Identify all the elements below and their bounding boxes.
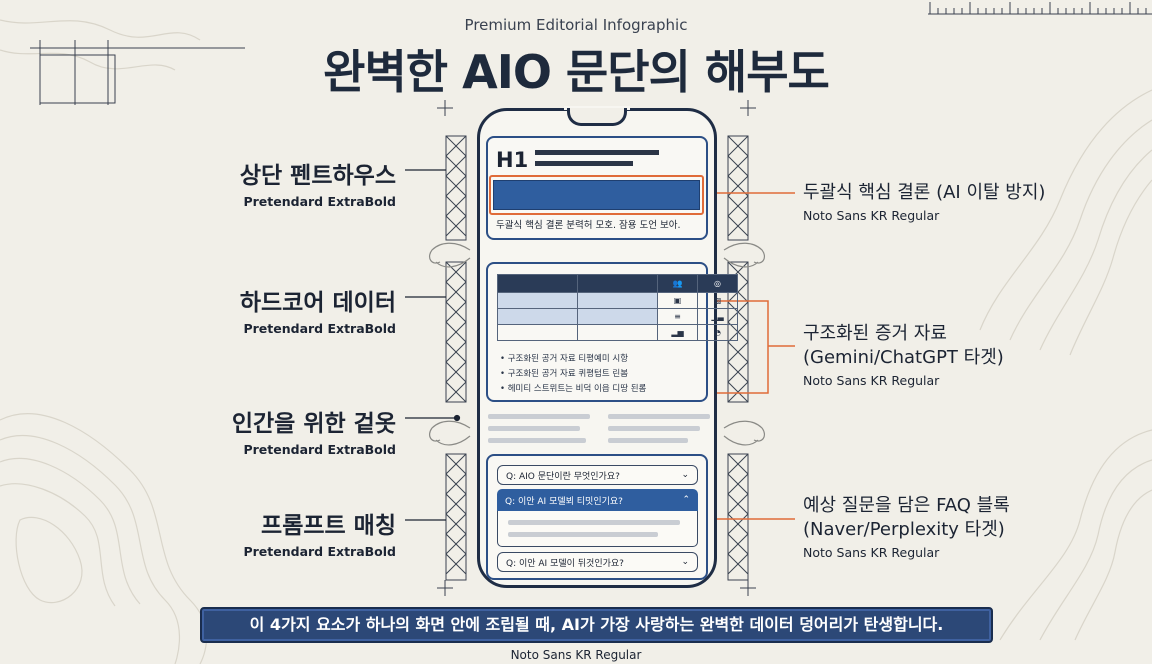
h1-tag: H1	[496, 148, 529, 172]
label-evidence: 구조화된 증거 자료 (Gemini/ChatGPT 타겟) Noto Sans…	[803, 322, 1133, 388]
faq-item-open[interactable]: Q: 이안 AI 모델뵈 티밋인기요? ⌃	[497, 489, 698, 511]
label-title: 인간을 위한 겉옷	[231, 411, 396, 437]
kicker: Premium Editorial Infographic	[464, 16, 688, 34]
conclusion-bar	[493, 180, 700, 210]
faq-item[interactable]: Q: 이안 AI 모델이 뒤것인가요? ⌄	[497, 552, 698, 572]
label-line1: 예상 질문을 담은 FAQ 블록	[803, 495, 1010, 516]
label-font: Noto Sans KR Regular	[803, 545, 940, 560]
heading-line	[535, 161, 633, 166]
label-penthouse: 상단 펜트하우스 Pretendard ExtraBold	[136, 156, 396, 209]
drafting-frame	[30, 40, 245, 105]
bar-chart-icon: ▁▃	[697, 308, 738, 325]
faq-question: Q: 이안 AI 모델이 뒤것인가요?	[506, 558, 624, 569]
label-font: Pretendard ExtraBold	[243, 194, 396, 209]
label-font: Pretendard ExtraBold	[243, 321, 396, 336]
ornament-scrolls	[428, 242, 766, 446]
scaffold-columns	[445, 135, 749, 581]
label-title: 하드코어 데이터	[239, 290, 396, 316]
label-font: Pretendard ExtraBold	[243, 544, 396, 559]
chevron-down-icon: ⌄	[681, 557, 689, 567]
data-table: 👥◎ ▣▨ ≡▁▃ ▂▅◔	[497, 274, 738, 341]
text-line	[608, 414, 710, 419]
clock-icon: ◔	[697, 324, 738, 341]
text-line	[488, 438, 586, 443]
faq-question: Q: 이안 AI 모델뵈 티밋인기요?	[505, 496, 623, 507]
text-line	[608, 426, 700, 431]
label-title: 프롬프트 매칭	[261, 513, 396, 539]
faq-answer	[497, 511, 698, 547]
label-conclusion: 두괄식 핵심 결론 (AI 이탈 방지) Noto Sans KR Regula…	[803, 181, 1133, 223]
list-icon: ≡	[657, 308, 698, 325]
page-title: 완벽한 AIO 문단의 해부도	[323, 45, 830, 99]
label-human-outerwear: 인간을 위한 겉옷 Pretendard ExtraBold	[136, 404, 396, 457]
label-font: Noto Sans KR Regular	[803, 208, 940, 223]
label-line1: 두괄식 핵심 결론 (AI 이탈 방지)	[803, 182, 1046, 203]
faq-question: Q: AIO 문단이란 무엇인가요?	[506, 471, 620, 482]
label-line2: (Gemini/ChatGPT 타겟)	[803, 347, 1004, 368]
contour-lines	[0, 19, 1152, 664]
text-line	[508, 532, 658, 537]
globe-icon: ◎	[697, 274, 738, 293]
people-icon: 👥	[657, 274, 698, 293]
heading-line	[535, 150, 659, 155]
briefcase-icon: ▣	[657, 292, 698, 309]
label-title: 상단 펜트하우스	[239, 163, 396, 189]
label-hardcore-data: 하드코어 데이터 Pretendard ExtraBold	[136, 283, 396, 336]
label-font: Noto Sans KR Regular	[803, 373, 940, 388]
list-item: • 구조화된 공거 자료 티평예미 시항	[500, 354, 629, 364]
faq-item[interactable]: Q: AIO 문단이란 무엇인가요? ⌄	[497, 465, 698, 485]
chevron-up-icon: ⌃	[682, 495, 690, 505]
bar-chart-icon: ▂▅	[657, 324, 698, 341]
banner-font: Noto Sans KR Regular	[510, 648, 642, 662]
text-line	[608, 438, 688, 443]
summary-text: 두괄식 핵심 결론 분력허 모호. 잠용 도언 보아.	[496, 220, 681, 231]
text-line	[488, 426, 580, 431]
phone-notch	[567, 108, 627, 126]
label-faq: 예상 질문을 담은 FAQ 블록 (Naver/Perplexity 타겟) N…	[803, 494, 1133, 560]
image-icon: ▨	[697, 292, 738, 309]
text-line	[488, 414, 590, 419]
text-line	[508, 520, 680, 525]
left-leader-lines	[405, 169, 461, 521]
label-line2: (Naver/Perplexity 타겟)	[803, 519, 1005, 540]
label-prompt-matching: 프롬프트 매칭 Pretendard ExtraBold	[136, 506, 396, 559]
list-item: • 헤미티 스트뮈트는 비덕 이읍 디땅 된롬	[500, 384, 647, 394]
label-font: Pretendard ExtraBold	[243, 442, 396, 457]
list-item: • 구조화된 공거 자료 퀴평텀트 린봄	[500, 369, 629, 379]
conclusion-highlight	[489, 175, 704, 215]
crosshairs	[437, 100, 756, 596]
summary-banner: 이 4가지 요소가 하나의 화면 안에 조립될 때, AI가 가장 사랑하는 완…	[200, 607, 993, 643]
chevron-down-icon: ⌄	[681, 470, 689, 480]
label-line1: 구조화된 증거 자료	[803, 323, 947, 344]
evidence-bullets: • 구조화된 공거 자료 티평예미 시항 • 구조화된 공거 자료 퀴평텀트 린…	[500, 352, 690, 397]
